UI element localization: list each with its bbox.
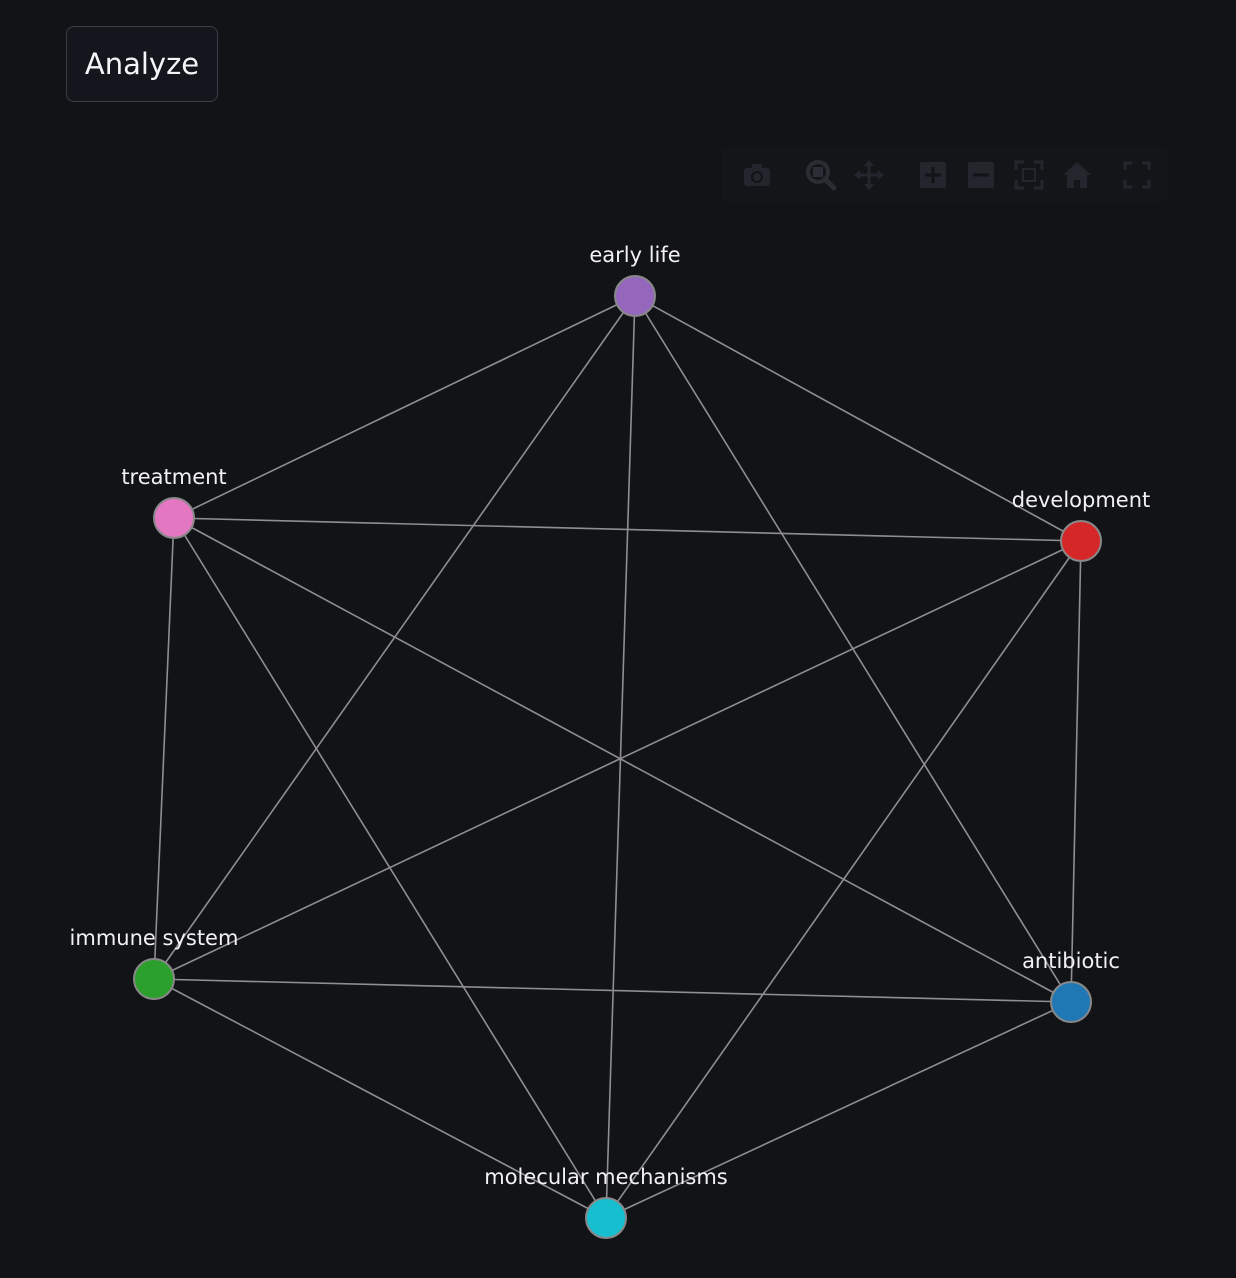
zoom-icon[interactable] — [804, 158, 838, 192]
node-marker-immune-system[interactable] — [133, 958, 175, 1000]
node-antibiotic[interactable]: antibiotic — [1022, 949, 1120, 1023]
camera-icon[interactable] — [740, 158, 774, 192]
node-label-antibiotic: antibiotic — [1022, 949, 1120, 973]
node-label-immune-system: immune system — [70, 926, 239, 950]
node-label-early-life: early life — [589, 243, 680, 267]
node-marker-treatment[interactable] — [153, 497, 195, 539]
node-early-life[interactable]: early life — [589, 243, 681, 317]
edge-immune-system-treatment — [153, 517, 175, 980]
node-molecular-mechanisms[interactable]: molecular mechanisms — [484, 1165, 728, 1239]
node-treatment[interactable]: treatment — [121, 465, 227, 539]
edge-molecular-mechanisms-immune-system — [153, 978, 607, 1219]
edge-development-antibiotic — [1070, 540, 1082, 1003]
edges-layer — [153, 295, 1082, 1219]
node-marker-early-life[interactable] — [614, 275, 656, 317]
node-label-treatment: treatment — [121, 465, 226, 489]
reset-axes-icon[interactable] — [1060, 158, 1094, 192]
edge-early-life-treatment — [173, 295, 636, 519]
plot-modebar — [722, 148, 1168, 202]
edge-molecular-mechanisms-treatment — [173, 517, 607, 1219]
zoom-out-icon[interactable] — [964, 158, 998, 192]
edge-development-immune-system — [153, 540, 1082, 980]
nodes-layer: early life development antibiotic molecular… — [70, 243, 1151, 1239]
node-marker-development[interactable] — [1060, 520, 1102, 562]
edge-antibiotic-immune-system — [153, 978, 1072, 1003]
edge-antibiotic-molecular-mechanisms — [605, 1001, 1072, 1219]
autoscale-icon[interactable] — [1012, 158, 1046, 192]
analyze-button[interactable]: Analyze — [66, 26, 218, 102]
node-label-development: development — [1012, 488, 1151, 512]
node-marker-antibiotic[interactable] — [1050, 981, 1092, 1023]
node-marker-molecular-mechanisms[interactable] — [585, 1197, 627, 1239]
edge-development-treatment — [173, 517, 1082, 542]
edge-antibiotic-treatment — [173, 517, 1072, 1003]
edge-early-life-development — [634, 295, 1082, 542]
pan-icon[interactable] — [852, 158, 886, 192]
fullscreen-icon[interactable] — [1120, 158, 1154, 192]
node-immune-system[interactable]: immune system — [70, 926, 239, 1000]
zoom-in-icon[interactable] — [916, 158, 950, 192]
node-development[interactable]: development — [1012, 488, 1151, 562]
edge-early-life-molecular-mechanisms — [605, 295, 636, 1219]
node-label-molecular-mechanisms: molecular mechanisms — [484, 1165, 728, 1189]
